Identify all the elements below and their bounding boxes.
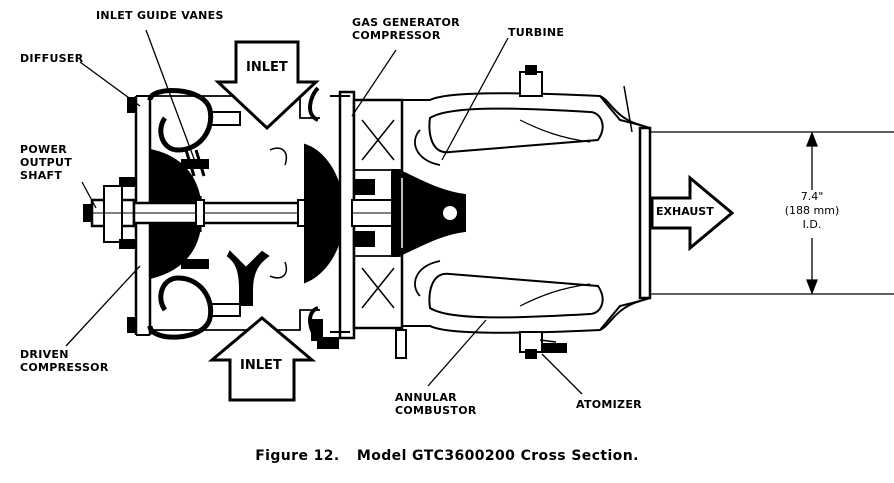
label-inlet-guide-vanes: INLET GUIDE VANES [96, 9, 224, 22]
label-power-output-shaft: POWER OUTPUT SHAFT [20, 143, 72, 182]
diffuser-scroll [147, 88, 241, 340]
label-driven-line1: DRIVEN [20, 348, 69, 361]
label-gas-generator-line2: COMPRESSOR [352, 29, 441, 42]
label-exhaust: EXHAUST [656, 205, 714, 218]
label-annular-combustor: ANNULAR COMBUSTOR [395, 391, 477, 417]
inlet-guide-vanes [181, 149, 209, 269]
bearing-housing [351, 98, 407, 359]
inlet-arrow-bottom [207, 316, 317, 402]
caption-figure-number: Figure 12. [255, 448, 340, 464]
label-diffuser: DIFFUSER [20, 52, 84, 65]
label-power-line3: SHAFT [20, 169, 63, 182]
label-driven-compressor: DRIVEN COMPRESSOR [20, 348, 109, 374]
leader-lines [65, 29, 583, 395]
label-atomizer: ATOMIZER [576, 398, 642, 411]
dimension-arrow [806, 131, 818, 295]
label-driven-line2: COMPRESSOR [20, 361, 109, 374]
exhaust-duct [599, 85, 894, 331]
atomizer-fittings [519, 65, 567, 359]
caption-title: Model GTC3600200 Cross Section. [356, 448, 639, 464]
gas-generator-compressor [304, 86, 356, 349]
driven-compressor-housing [119, 95, 152, 336]
label-gas-generator-compressor: GAS GENERATOR COMPRESSOR [352, 16, 460, 42]
annular-combustor [402, 92, 641, 334]
exhaust-arrow [650, 174, 735, 252]
inlet-splitter [226, 250, 270, 306]
inlet-plenum [150, 95, 320, 331]
label-turbine: TURBINE [508, 26, 565, 39]
label-annular-line2: COMBUSTOR [395, 404, 477, 417]
label-dimension-inches: 7.4" [800, 190, 824, 203]
label-dimension-mm: (188 mm) [784, 204, 840, 217]
label-inlet-top: INLET [246, 60, 288, 75]
label-dimension-id: I.D. [802, 218, 822, 231]
label-power-line1: POWER [20, 143, 68, 156]
label-annular-line1: ANNULAR [395, 391, 457, 404]
turbine-wheel [391, 169, 466, 257]
label-inlet-bottom: INLET [240, 358, 282, 373]
label-dimension: 7.4" (188 mm) I.D. [776, 190, 848, 232]
power-output-shaft [83, 185, 136, 243]
label-power-line2: OUTPUT [20, 156, 73, 169]
label-gas-generator-line1: GAS GENERATOR [352, 16, 460, 29]
inlet-arrow-top [214, 40, 320, 131]
figure-caption: Figure 12. Model GTC3600200 Cross Sectio… [0, 448, 894, 464]
